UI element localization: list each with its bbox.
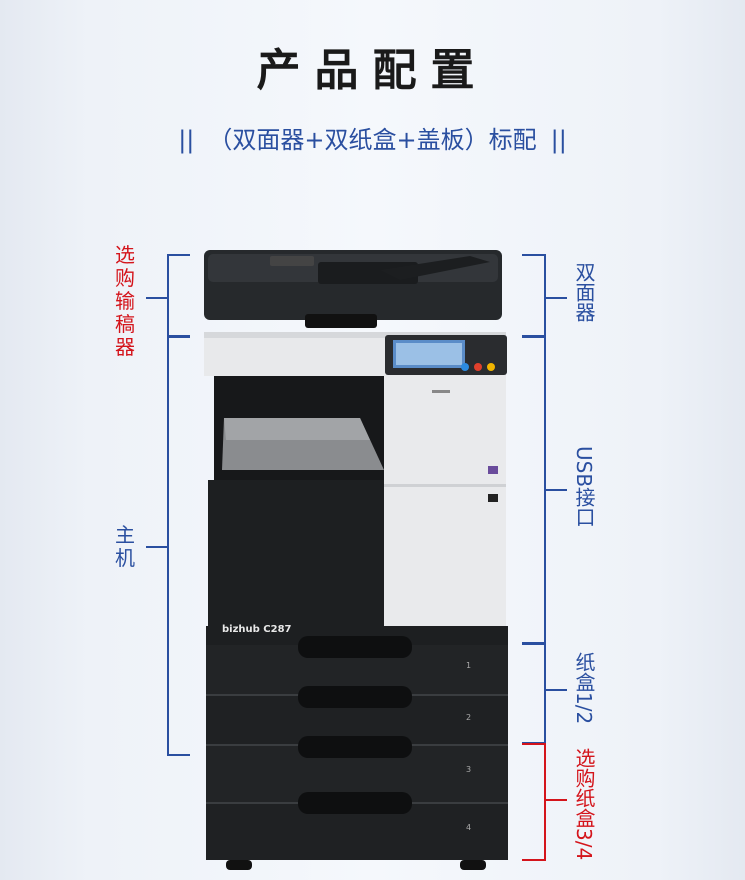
tray-stack: 1 2 3 4 xyxy=(206,636,508,860)
label-duplex: 双面器 xyxy=(572,262,596,322)
left-bracket-main xyxy=(146,336,190,756)
right-bracket-tray34 xyxy=(522,743,567,861)
right-bracket-tray12 xyxy=(522,643,567,744)
page-title: 产品配置 xyxy=(256,45,489,96)
subtitle-bar-right: || xyxy=(550,126,567,154)
label-main-unit: 主机 xyxy=(114,524,138,570)
label-tray-1-2: 纸盒1/2 xyxy=(572,652,596,725)
subtitle-bar-left: || xyxy=(178,126,195,154)
label-optional-feeder: 选购输稿器 xyxy=(114,244,138,359)
left-bracket-feeder xyxy=(146,254,190,337)
page-subtitle: || （双面器+双纸盒+盖板）标配 || xyxy=(0,120,745,155)
tray-number-3: 3 xyxy=(466,765,471,774)
tray-number-2: 2 xyxy=(466,713,471,722)
label-optional-feeder-text: 选购输稿器 xyxy=(115,243,135,359)
printer-brand: bizhub C287 xyxy=(222,624,292,635)
label-optional-tray-3-4: 选购纸盒3/4 xyxy=(572,748,596,861)
subtitle-text: （双面器+双纸盒+盖板）标配 xyxy=(208,126,537,154)
label-main-unit-text: 主机 xyxy=(115,523,135,570)
right-bracket-duplex xyxy=(522,254,567,337)
tray-number-4: 4 xyxy=(466,823,471,832)
right-bracket-usb xyxy=(522,336,567,644)
label-usb-port: USB接口 xyxy=(572,446,596,528)
tray-number-1: 1 xyxy=(466,661,471,670)
